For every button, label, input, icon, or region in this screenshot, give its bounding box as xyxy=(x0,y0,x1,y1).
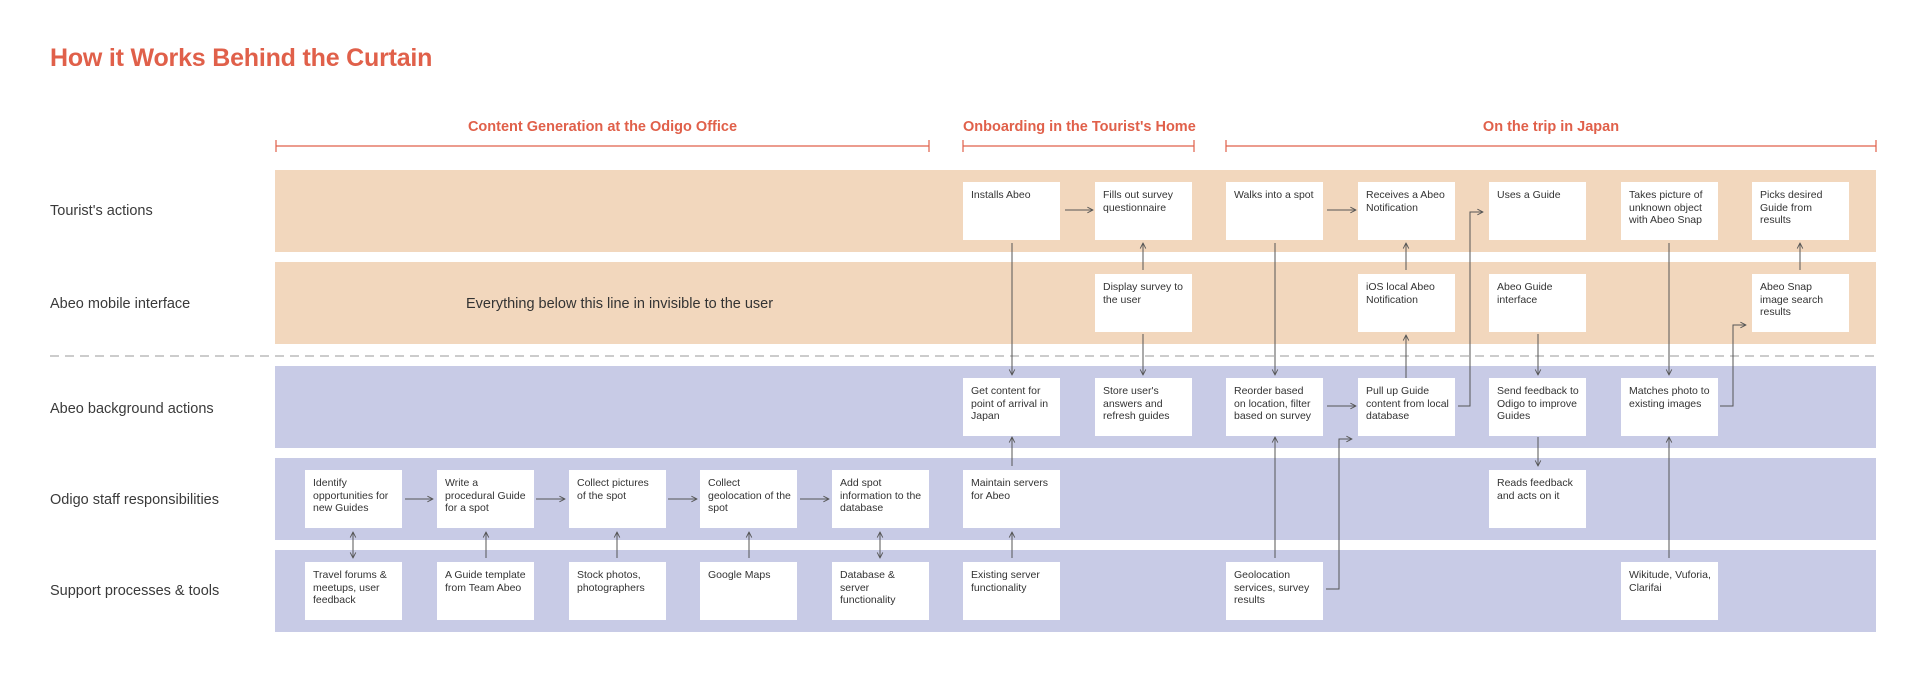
row-label-support: Support processes & tools xyxy=(50,583,220,599)
card-reads-feedback: Reads feedback and acts on it xyxy=(1489,470,1586,528)
card-snap-results: Abeo Snap image search results xyxy=(1752,274,1849,332)
line-of-visibility-note: Everything below this line in invisible … xyxy=(466,296,774,312)
card-travel-forums: Travel forums & meetups, user feedback xyxy=(305,562,402,620)
card-geolocation-services: Geolocation services, survey results xyxy=(1226,562,1323,620)
card-maintain-servers: Maintain servers for Abeo xyxy=(963,470,1060,528)
card-write-guide: Write a procedural Guide for a spot xyxy=(437,470,534,528)
row-label-background: Abeo background actions xyxy=(50,401,214,417)
phase-label-trip: On the trip in Japan xyxy=(1482,119,1620,135)
card-collect-geolocation: Collect geolocation of the spot xyxy=(700,470,797,528)
card-identify-opportunities: Identify opportunities for new Guides xyxy=(305,470,402,528)
card-matches-photo: Matches photo to existing images xyxy=(1621,378,1718,436)
bracket-content xyxy=(275,140,930,152)
band-tourist xyxy=(275,170,1876,252)
card-store-answers: Store user's answers and refresh guides xyxy=(1095,378,1192,436)
card-database: Database & server functionality xyxy=(832,562,929,620)
bracket-onboarding xyxy=(962,140,1195,152)
card-stock-photos: Stock photos, photographers xyxy=(569,562,666,620)
row-label-mobile: Abeo mobile interface xyxy=(50,296,191,312)
card-takes-picture: Takes picture of unknown object with Abe… xyxy=(1621,182,1718,240)
row-label-staff: Odigo staff responsibilities xyxy=(50,492,219,508)
card-display-survey: Display survey to the user xyxy=(1095,274,1192,332)
card-walks-into-spot: Walks into a spot xyxy=(1226,182,1323,240)
card-uses-guide: Uses a Guide xyxy=(1489,182,1586,240)
row-label-tourist: Tourist's actions xyxy=(50,203,153,219)
page-title: How it Works Behind the Curtain xyxy=(50,44,433,72)
card-pull-guide: Pull up Guide content from local databas… xyxy=(1358,378,1455,436)
card-picks-guide: Picks desired Guide from results xyxy=(1752,182,1849,240)
card-guide-interface: Abeo Guide interface xyxy=(1489,274,1586,332)
card-google-maps: Google Maps xyxy=(700,562,797,620)
card-receives-notification: Receives a Abeo Notification xyxy=(1358,182,1455,240)
card-installs-abeo: Installs Abeo xyxy=(963,182,1060,240)
card-existing-server: Existing server functionality xyxy=(963,562,1060,620)
band-support xyxy=(275,550,1876,632)
card-reorder: Reorder based on location, filter based … xyxy=(1226,378,1323,436)
card-fills-survey: Fills out survey questionnaire xyxy=(1095,182,1192,240)
bracket-trip xyxy=(1225,140,1877,152)
band-mobile xyxy=(275,262,1876,344)
card-collect-pictures: Collect pictures of the spot xyxy=(569,470,666,528)
card-ios-notification: iOS local Abeo Notification xyxy=(1358,274,1455,332)
card-get-content: Get content for point of arrival in Japa… xyxy=(963,378,1060,436)
card-wikitude: Wikitude, Vuforia, Clarifai xyxy=(1621,562,1718,620)
phase-label-content: Content Generation at the Odigo Office xyxy=(467,119,738,135)
band-background xyxy=(275,366,1876,448)
card-add-spot-info: Add spot information to the database xyxy=(832,470,929,528)
phase-label-onboarding: Onboarding in the Tourist's Home xyxy=(963,119,1196,135)
card-send-feedback: Send feedback to Odigo to improve Guides xyxy=(1489,378,1586,436)
card-guide-template: A Guide template from Team Abeo xyxy=(437,562,534,620)
